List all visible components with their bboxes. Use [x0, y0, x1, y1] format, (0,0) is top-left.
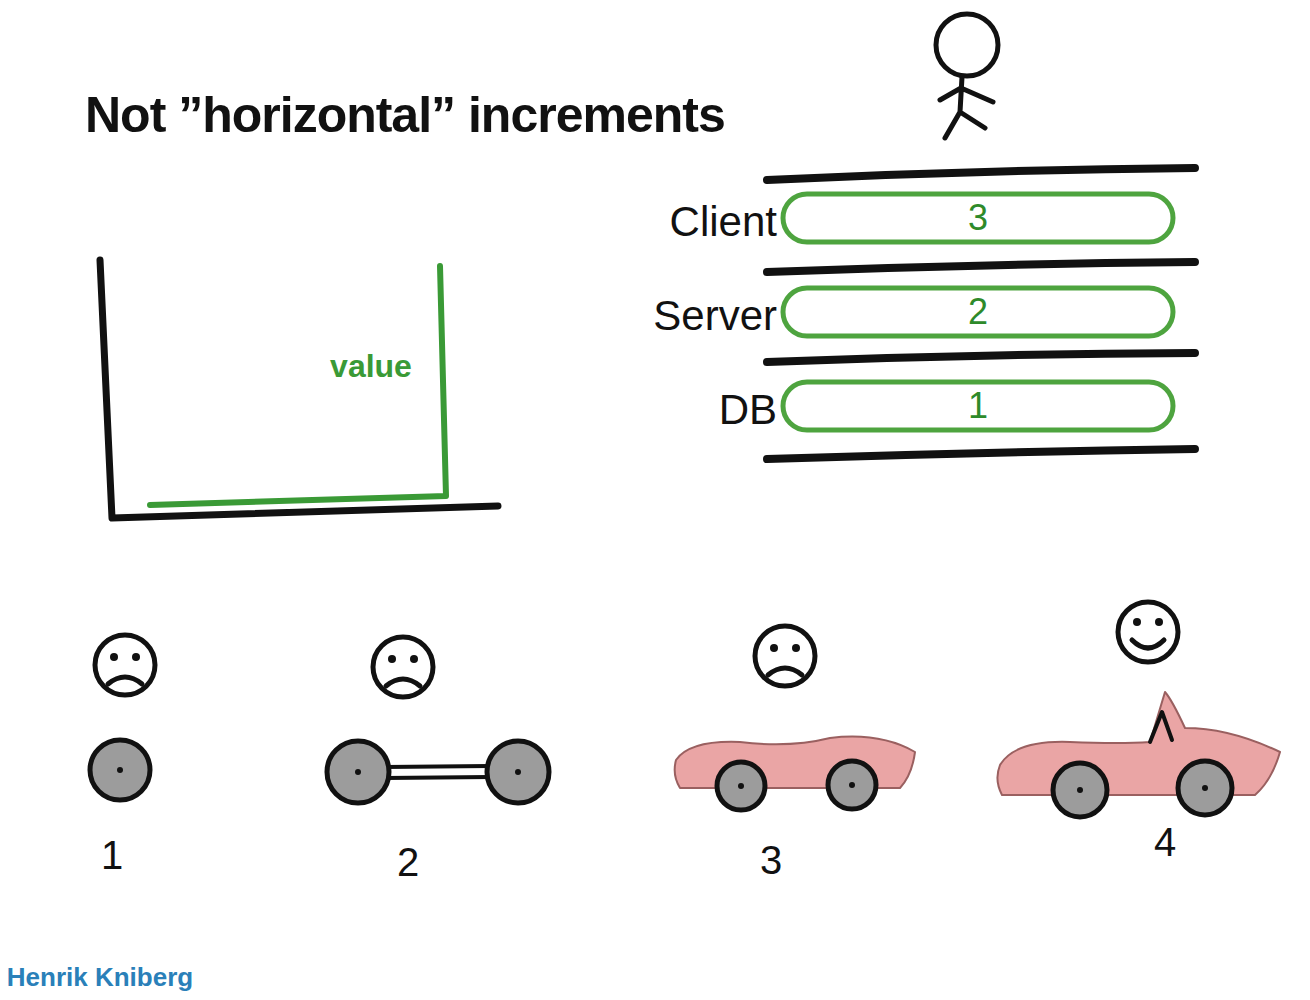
- axis-label: value: [330, 349, 412, 384]
- oval-outline: [783, 288, 1173, 336]
- smiley-eyes: [110, 618, 1163, 663]
- oval-outline: [783, 382, 1173, 430]
- stick-figure: [936, 14, 998, 138]
- chart-axes: [100, 260, 498, 518]
- layer-band: Server 2: [640, 282, 1180, 342]
- layer-number: 2: [968, 292, 988, 332]
- value-curve: [150, 266, 446, 505]
- layer-name: Client: [670, 199, 777, 245]
- layer-number: 3: [968, 198, 988, 238]
- diagram-title: Not ”horizontal” increments: [85, 88, 725, 143]
- layer-band: DB 1: [640, 376, 1180, 436]
- layer-name: Server: [653, 293, 777, 339]
- step-number: 2: [397, 840, 419, 884]
- wheel-hubs: [117, 767, 1208, 793]
- layer-lines: [767, 168, 1195, 459]
- car-body-complete: [997, 692, 1280, 795]
- layer-number: 1: [968, 386, 988, 426]
- windshield: [1150, 712, 1172, 742]
- author-signature: Henrik Kniberg: [7, 963, 193, 992]
- step-number: 3: [760, 838, 782, 882]
- smiley-faces: [95, 602, 1178, 697]
- step-number: 4: [1154, 820, 1176, 864]
- car-body: [675, 737, 915, 788]
- step-number: 1: [101, 833, 123, 877]
- layer-band: Client 3: [640, 188, 1180, 248]
- axle: [385, 766, 490, 778]
- wheels: [90, 740, 1232, 817]
- oval-outline: [783, 194, 1173, 242]
- layer-name: DB: [719, 387, 777, 433]
